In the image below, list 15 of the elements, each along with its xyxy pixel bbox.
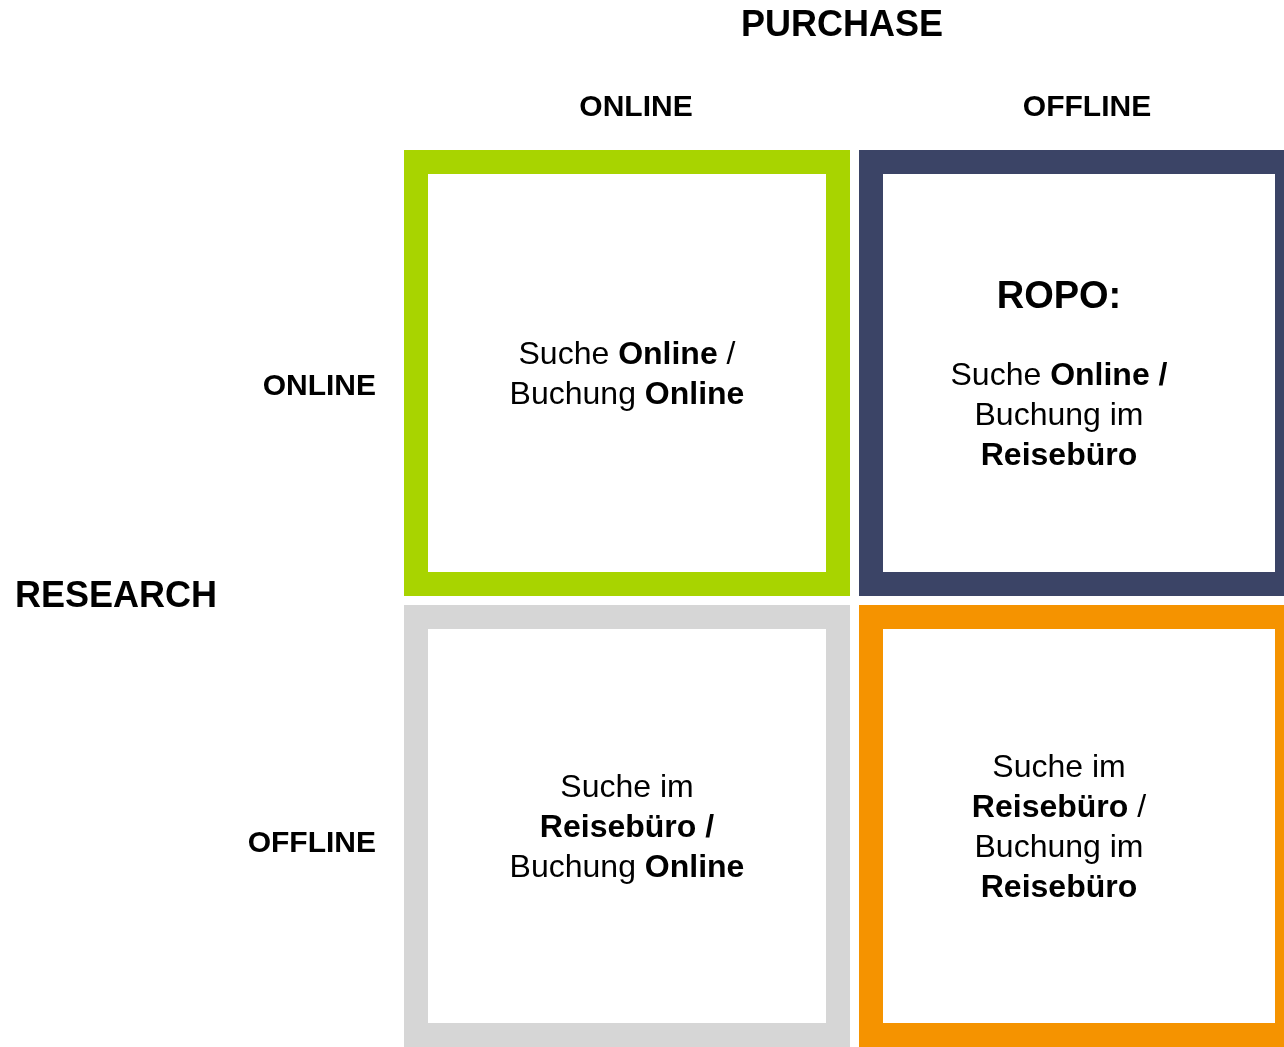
quadrant-text: Suche im Reisebüro / Buchung im Reisebüro — [970, 747, 1148, 906]
row-header: OFFLINE — [247, 825, 376, 859]
quadrant-text: Suche Online / Buchung im Reisebüro — [949, 354, 1169, 474]
quadrant-text: Suche Online / Buchung Online — [508, 334, 746, 413]
quadrant-box — [404, 605, 850, 1047]
column-header: ONLINE — [579, 89, 693, 123]
quadrant-heading: ROPO: — [996, 273, 1122, 319]
quadrant-text: Suche im Reisebüro / Buchung Online — [508, 767, 746, 886]
quadrant-box — [404, 150, 850, 596]
column-header: OFFLINE — [1022, 89, 1152, 123]
axis-title: RESEARCH — [15, 574, 218, 617]
axis-title: PURCHASE — [741, 3, 943, 46]
row-header: ONLINE — [262, 368, 376, 402]
quadrant-box — [859, 150, 1284, 596]
quadrant-box — [859, 605, 1284, 1047]
